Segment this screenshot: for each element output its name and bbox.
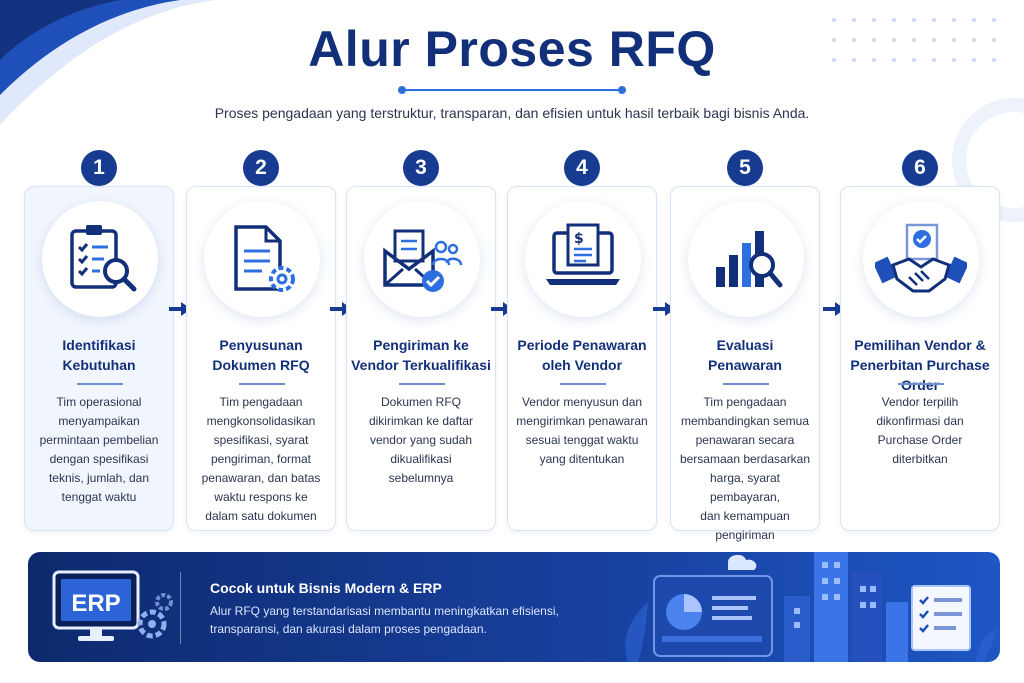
step-number: 4 [564, 150, 600, 186]
icon-badge [688, 201, 804, 317]
divider [399, 383, 445, 385]
step-title: Identifikasi Kebutuhan [62, 337, 136, 373]
page-subtitle: Proses pengadaan yang terstruktur, trans… [214, 105, 810, 121]
step-description: Tim pengadaan membandingkan semua penawa… [679, 395, 811, 542]
clipboard-checklist-magnifier-icon [70, 225, 137, 292]
city-dashboard-illustration [625, 552, 998, 662]
step-description: Dokumen RFQ dikirimkan ke daftar vendor … [368, 395, 474, 485]
icon-badge [863, 201, 979, 317]
step-description: Tim operasional menyampaikan permintaan … [39, 395, 159, 504]
icon-badge [204, 201, 320, 317]
step-card-5: 5 Evaluasi Penawaran Tim pengadaan memba… [670, 150, 820, 542]
step-card-4: 4 $ Periode Penawaran oleh Vendor Vendor… [507, 150, 657, 531]
arrow-right-icon [169, 302, 191, 316]
step-card-1: 1 Identifikasi Kebutuhan Tim operasional [24, 150, 174, 531]
divider [239, 383, 285, 385]
step-card-body: $ Periode Penawaran oleh Vendor Vendor m… [507, 186, 657, 531]
step-title: Pengiriman ke Vendor Terkualifikasi [351, 337, 491, 373]
banner-title: Cocok untuk Bisnis Modern & ERP [210, 580, 442, 596]
step-card-body: Evaluasi Penawaran Tim pengadaan memband… [670, 186, 820, 542]
laptop-invoice-icon: $ [546, 223, 620, 285]
bar-chart-magnifier-icon [716, 231, 783, 288]
icon-badge [364, 201, 480, 317]
arrow-right-icon [823, 302, 845, 316]
step-description: Vendor terpilih dikonfirmasi dan Purchas… [876, 395, 964, 466]
step-card-body: Penyusunan Dokumen RFQ Tim pengadaan men… [186, 186, 336, 531]
title-underline [398, 86, 626, 94]
step-title: Evaluasi Penawaran [708, 337, 782, 373]
document-gear-icon [234, 225, 295, 292]
erp-banner: ERP Cocok untuk Bisnis Modern & ERP Alur… [28, 552, 1000, 662]
page-title: Alur Proses RFQ [308, 21, 716, 77]
step-number: 5 [727, 150, 763, 186]
divider [723, 383, 769, 385]
step-title: Pemilihan Vendor & Penerbitan Purchase O… [850, 337, 990, 393]
step-card-3: 3 Pengiriman ke Vendor Terkualifikasi [346, 150, 496, 531]
step-number: 2 [243, 150, 279, 186]
step-description: Tim pengadaan mengkonsolidasikan spesifi… [201, 395, 321, 523]
icon-badge [42, 201, 158, 317]
erp-monitor-icon: ERP [52, 570, 173, 641]
step-description: Vendor menyusun dan mengirimkan penawara… [516, 395, 648, 466]
step-card-body: Identifikasi Kebutuhan Tim operasional m… [24, 186, 174, 531]
background-dots [832, 18, 996, 62]
step-number: 3 [403, 150, 439, 186]
background-swoosh [0, 0, 215, 125]
step-card-6: 6 Pemilihan Vendor & Penerbitan Purchase… [840, 150, 1000, 531]
arrow-right-icon [653, 302, 675, 316]
step-card-body: Pemilihan Vendor & Penerbitan Purchase O… [840, 186, 1000, 531]
step-title: Penyusunan Dokumen RFQ [212, 337, 310, 373]
banner-description: Alur RFQ yang terstandarisasi membantu m… [210, 604, 559, 636]
erp-label: ERP [71, 590, 120, 617]
banner-divider [180, 572, 181, 644]
svg-text:$: $ [574, 231, 584, 247]
handshake-document-icon [875, 223, 967, 293]
envelope-users-check-icon [383, 229, 463, 292]
step-number: 6 [902, 150, 938, 186]
divider [898, 383, 944, 385]
step-card-body: Pengiriman ke Vendor Terkualifikasi Doku… [346, 186, 496, 531]
divider [560, 383, 606, 385]
step-title: Periode Penawaran oleh Vendor [517, 337, 647, 373]
background-ring [952, 98, 1024, 222]
icon-badge: $ [525, 201, 641, 317]
step-card-2: 2 Penyusunan Dokumen RFQ Tim pengadaan m… [186, 150, 336, 531]
divider [77, 383, 123, 385]
step-number: 1 [81, 150, 117, 186]
